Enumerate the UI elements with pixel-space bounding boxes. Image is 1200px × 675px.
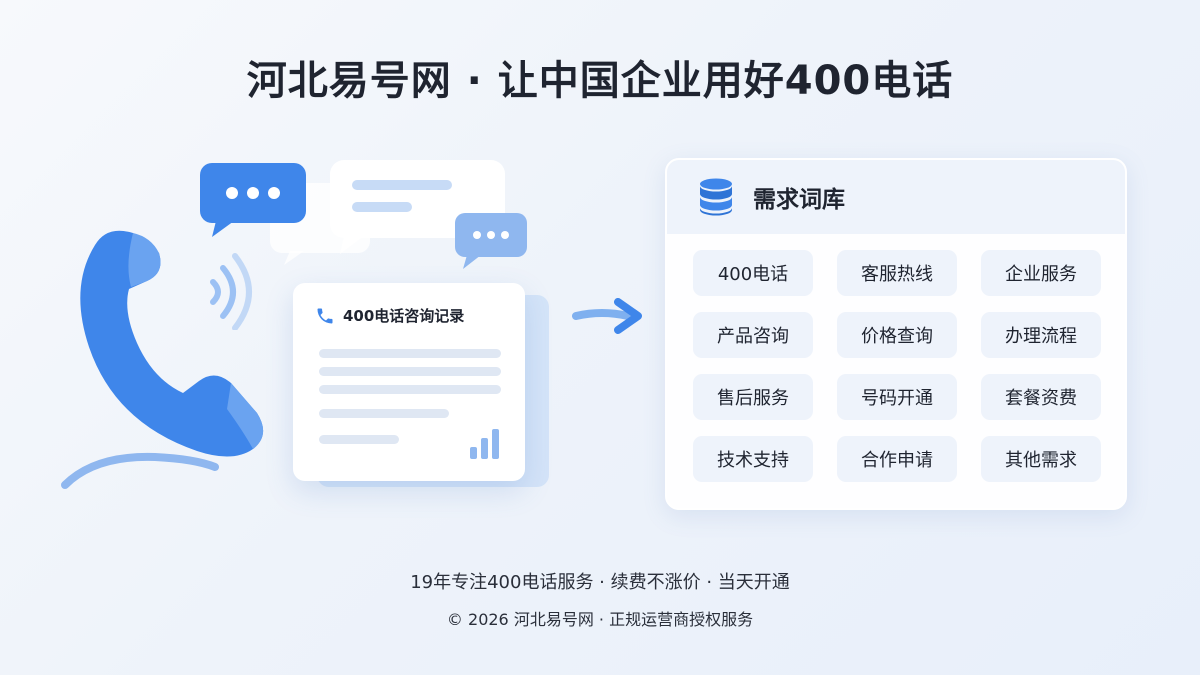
demand-keyword-panel: 需求词库 400电话客服热线企业服务产品咨询价格查询办理流程售后服务号码开通套餐… xyxy=(665,158,1127,510)
signal-bar xyxy=(481,438,488,459)
keyword-tag[interactable]: 办理流程 xyxy=(981,312,1101,358)
arrow-right-icon xyxy=(572,298,642,334)
signal-bar xyxy=(492,429,499,459)
phone-icon xyxy=(317,308,333,323)
database-icon xyxy=(700,178,732,216)
text-line xyxy=(319,435,399,444)
signal-bars-icon xyxy=(470,429,499,459)
page-title: 河北易号网 · 让中国企业用好400电话 xyxy=(246,58,954,104)
text-line xyxy=(319,409,449,418)
hero-illustration: 400电话咨询记录 xyxy=(55,155,615,515)
keyword-tag[interactable]: 号码开通 xyxy=(837,374,957,420)
keyword-tag[interactable]: 客服热线 xyxy=(837,250,957,296)
tagline: 19年专注400电话服务 · 续费不涨价 · 当天开通 xyxy=(410,572,790,593)
chat-bubble-icon xyxy=(200,163,306,237)
text-line xyxy=(319,385,501,394)
phone-handset-icon xyxy=(61,230,264,489)
keyword-tag[interactable]: 企业服务 xyxy=(981,250,1101,296)
keyword-tag[interactable]: 合作申请 xyxy=(837,436,957,482)
keyword-tag[interactable]: 套餐资费 xyxy=(981,374,1101,420)
card-title: 400电话咨询记录 xyxy=(343,307,465,325)
keyword-tag[interactable]: 售后服务 xyxy=(693,374,813,420)
copyright: © 2026 河北易号网 · 正规运营商授权服务 xyxy=(446,610,754,629)
panel-header: 需求词库 xyxy=(667,160,1125,234)
panel-title: 需求词库 xyxy=(753,187,845,213)
chat-bubble-icon xyxy=(455,213,527,269)
text-line xyxy=(319,367,501,376)
text-line xyxy=(319,349,501,358)
card-header: 400电话咨询记录 xyxy=(315,305,464,326)
keyword-tag[interactable]: 400电话 xyxy=(693,250,813,296)
consult-record-card: 400电话咨询记录 xyxy=(293,283,525,481)
signal-waves-icon xyxy=(210,253,252,330)
keyword-tag[interactable]: 其他需求 xyxy=(981,436,1101,482)
keyword-tag[interactable]: 价格查询 xyxy=(837,312,957,358)
keyword-tag-grid: 400电话客服热线企业服务产品咨询价格查询办理流程售后服务号码开通套餐资费技术支… xyxy=(693,250,1105,482)
signal-bar xyxy=(470,447,477,459)
keyword-tag[interactable]: 技术支持 xyxy=(693,436,813,482)
keyword-tag[interactable]: 产品咨询 xyxy=(693,312,813,358)
